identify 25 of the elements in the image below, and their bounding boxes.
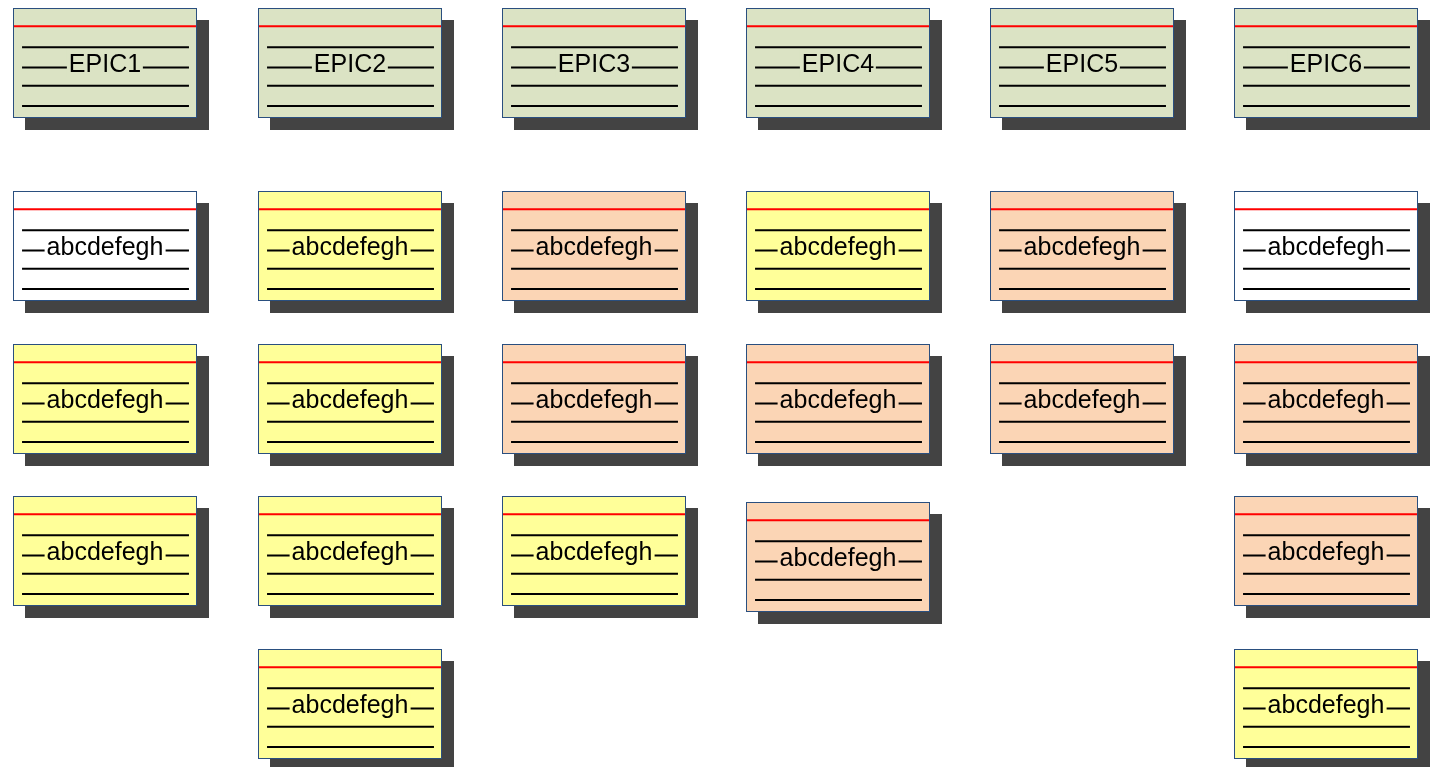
index-card	[13, 496, 197, 606]
index-card	[13, 191, 197, 301]
index-card	[502, 191, 686, 301]
index-card	[746, 191, 930, 301]
index-card	[13, 344, 197, 454]
index-card	[746, 344, 930, 454]
index-card	[258, 8, 442, 118]
index-card	[258, 191, 442, 301]
index-card	[502, 496, 686, 606]
index-card	[1234, 8, 1418, 118]
index-card	[1234, 344, 1418, 454]
index-card	[746, 502, 930, 612]
index-card	[258, 344, 442, 454]
index-card	[13, 8, 197, 118]
index-card	[502, 8, 686, 118]
index-card	[258, 496, 442, 606]
index-card	[746, 8, 930, 118]
index-card	[990, 8, 1174, 118]
index-card	[990, 344, 1174, 454]
index-card	[502, 344, 686, 454]
index-card	[258, 649, 442, 759]
index-card	[1234, 191, 1418, 301]
index-card	[1234, 649, 1418, 759]
index-card	[1234, 496, 1418, 606]
index-card	[990, 191, 1174, 301]
